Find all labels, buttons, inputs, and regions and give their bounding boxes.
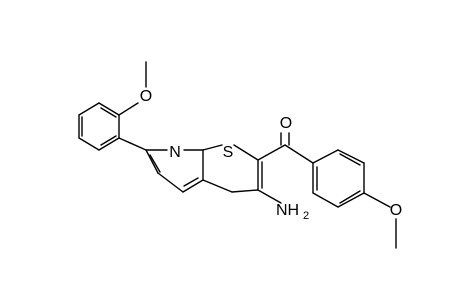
bond-line-16 [182,179,204,193]
bond-line-26 [257,189,282,204]
bond-line-18 [149,154,161,173]
bond-line-14 [145,149,159,174]
atom-label-methoxy-bottom-oxygen: O [390,202,402,219]
bond-line-15 [157,172,184,193]
atom-label-amine-nitrogen: NH [276,202,299,219]
bond-line-40 [363,192,391,208]
atom-label-thiophene-sulfur: S [223,144,234,161]
bond-line-1 [118,102,139,116]
atom-label-pyridine-nitrogen: N [169,144,181,161]
bond-line-31 [312,149,339,164]
bond-layer [78,61,397,249]
bond-line-7 [98,102,120,116]
bond-line-4 [78,137,100,151]
bond-line-24 [202,179,233,193]
atom-label-amine-subscript: 2 [303,210,309,222]
bond-line-23 [231,189,259,193]
bond-line-34 [337,192,365,208]
bond-line-35 [312,192,339,208]
atom-label-carbonyl-oxygen: O [280,115,292,132]
bond-line-9 [100,135,117,146]
bond-line-30 [284,144,314,164]
bond-line-21 [233,144,259,161]
atom-label-methoxy-top-oxygen: O [140,88,152,105]
bond-line-39 [339,190,361,204]
bond-line-11 [118,137,147,151]
bond-line-32 [337,149,365,164]
bond-line-20 [202,144,223,151]
bond-line-19 [183,177,199,187]
bond-line-38 [339,153,361,166]
bond-line-27 [257,144,286,161]
bond-line-10 [100,107,117,118]
bond-line-6 [78,102,100,116]
bond-line-3 [98,137,120,151]
